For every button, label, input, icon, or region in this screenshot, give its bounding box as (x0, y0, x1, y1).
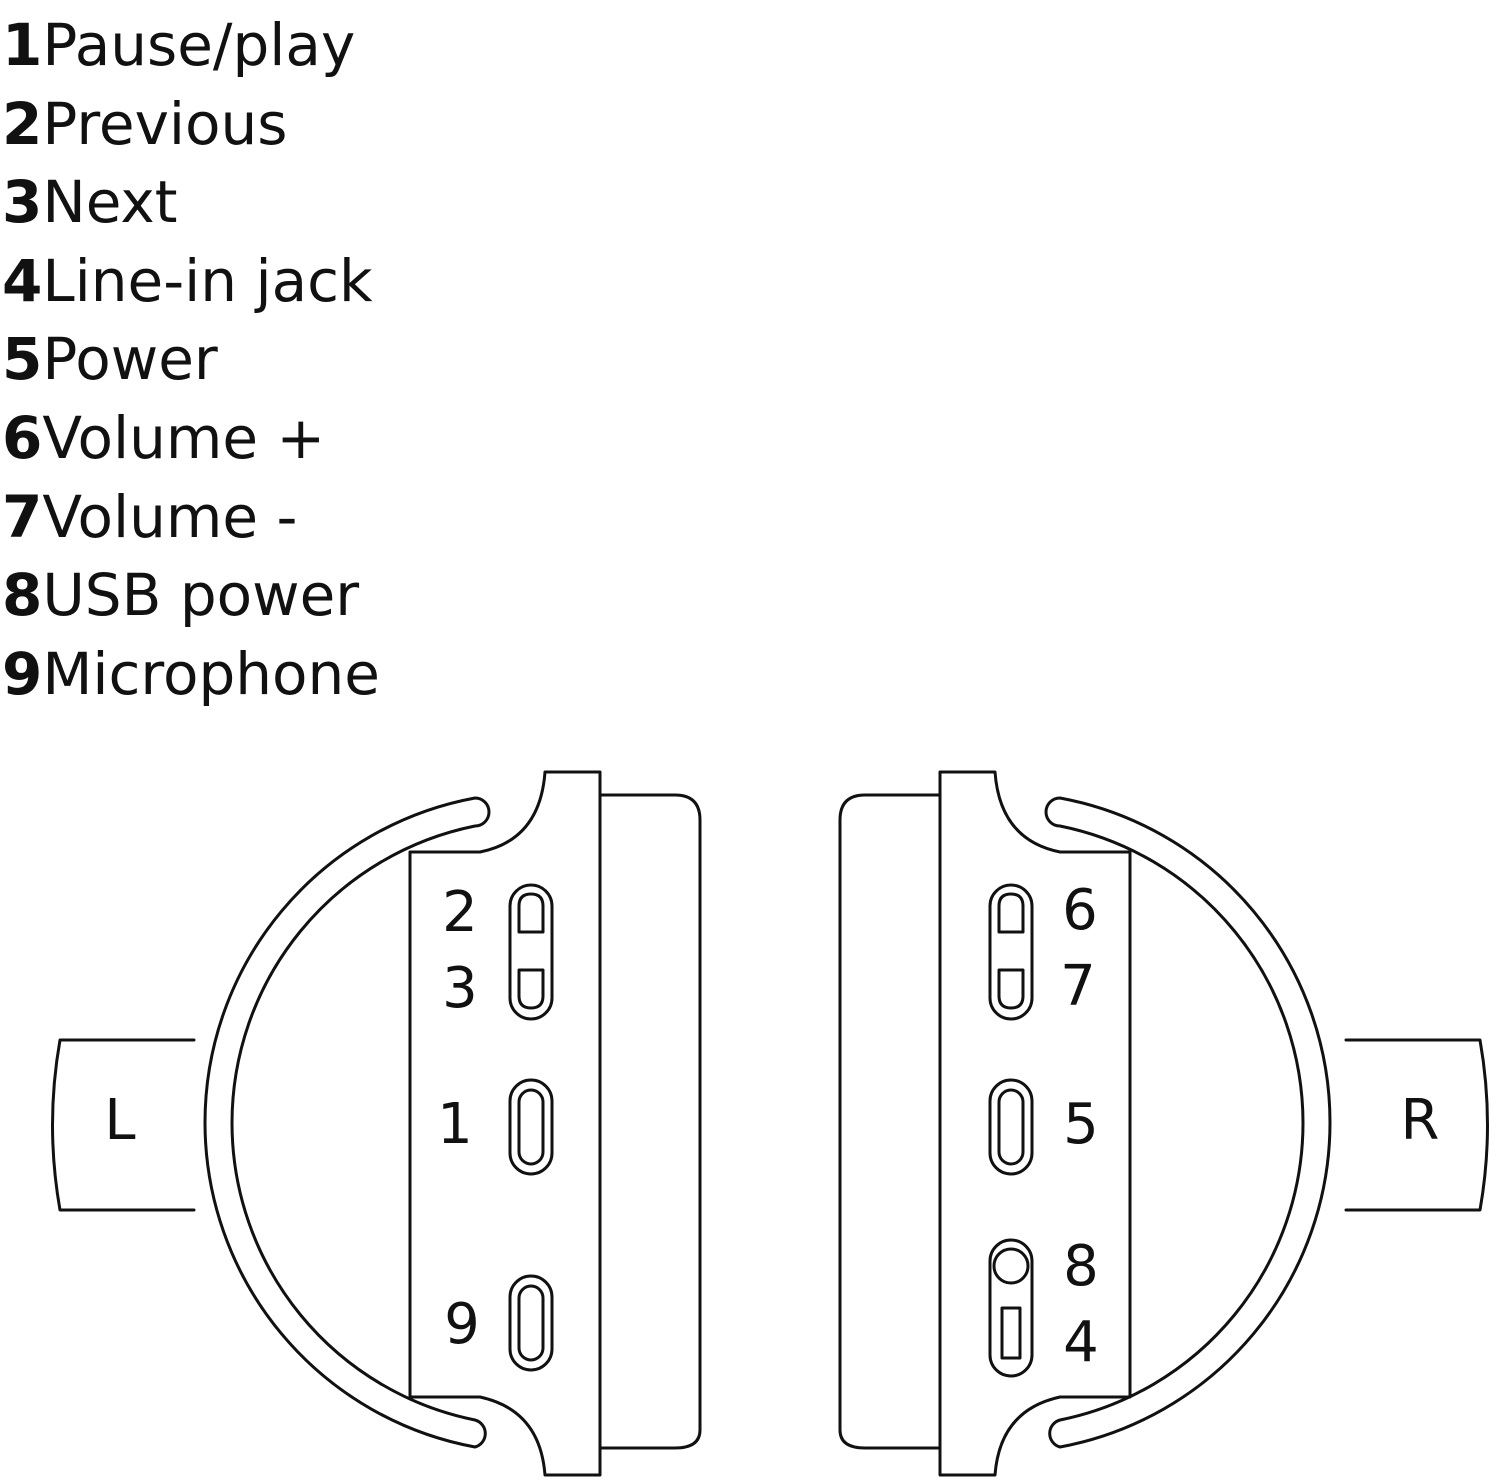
legend-label: Next (42, 168, 178, 237)
legend-label: Volume - (42, 482, 298, 551)
right-earcup-cushion (838, 793, 942, 1450)
power-icon (997, 1088, 1025, 1166)
power-button (988, 1078, 1034, 1176)
left-earcup: L 2 3 1 9 (51, 770, 702, 1477)
left-rocker-button (508, 883, 554, 1021)
next-button-icon (517, 968, 545, 1010)
legend-number: 1 (2, 11, 42, 79)
callout-5: 5 (1063, 1092, 1099, 1157)
legend-label: USB power (42, 561, 360, 630)
pause-play-icon (517, 1088, 545, 1166)
legend-label: Pause/play (42, 11, 356, 79)
left-side-label: L (104, 1088, 135, 1153)
rocker-outline (988, 883, 1034, 1021)
left-headband-arc (203, 796, 491, 1449)
callout-8: 8 (1063, 1234, 1099, 1299)
legend-number: 2 (2, 89, 42, 158)
legend-label: Previous (42, 89, 288, 158)
usb-power-port-icon (992, 1247, 1030, 1285)
volume-down-icon (997, 968, 1025, 1010)
legend-label: Microphone (42, 639, 380, 708)
legend-number: 3 (2, 168, 42, 237)
legend-label: Power (42, 325, 218, 394)
right-earcup-hinge (1344, 1038, 1489, 1212)
microphone-port (508, 1274, 554, 1372)
legend-number: 4 (2, 246, 42, 315)
pause-play-button (508, 1078, 554, 1176)
rocker-outline (508, 883, 554, 1021)
legend-label: Volume + (42, 403, 326, 472)
right-side-label: R (1401, 1088, 1440, 1153)
callout-9: 9 (444, 1292, 480, 1357)
volume-up-icon (997, 892, 1025, 934)
right-headband-arc (1044, 796, 1332, 1449)
usb-and-line-in-ports (988, 1238, 1034, 1378)
legend-number: 5 (2, 325, 42, 394)
right-earcup: R 6 7 5 8 4 (838, 770, 1489, 1477)
callout-7: 7 (1060, 954, 1096, 1019)
legend-label: Line-in jack (42, 246, 373, 315)
microphone-icon (517, 1284, 545, 1362)
callout-1: 1 (437, 1092, 473, 1157)
right-earcup-housing (938, 770, 1132, 1477)
legend-number: 8 (2, 561, 42, 630)
line-in-jack-icon (1000, 1306, 1022, 1360)
legend-number: 6 (2, 403, 42, 472)
callout-6: 6 (1062, 878, 1098, 943)
right-rocker-button (988, 883, 1034, 1021)
legend-number: 7 (2, 482, 42, 551)
left-earcup-hinge (51, 1038, 196, 1212)
callout-3: 3 (442, 956, 478, 1021)
left-earcup-cushion (598, 793, 702, 1450)
previous-button-icon (517, 892, 545, 934)
legend-number: 9 (2, 639, 42, 708)
callout-4: 4 (1063, 1310, 1099, 1375)
callout-2: 2 (442, 880, 478, 945)
